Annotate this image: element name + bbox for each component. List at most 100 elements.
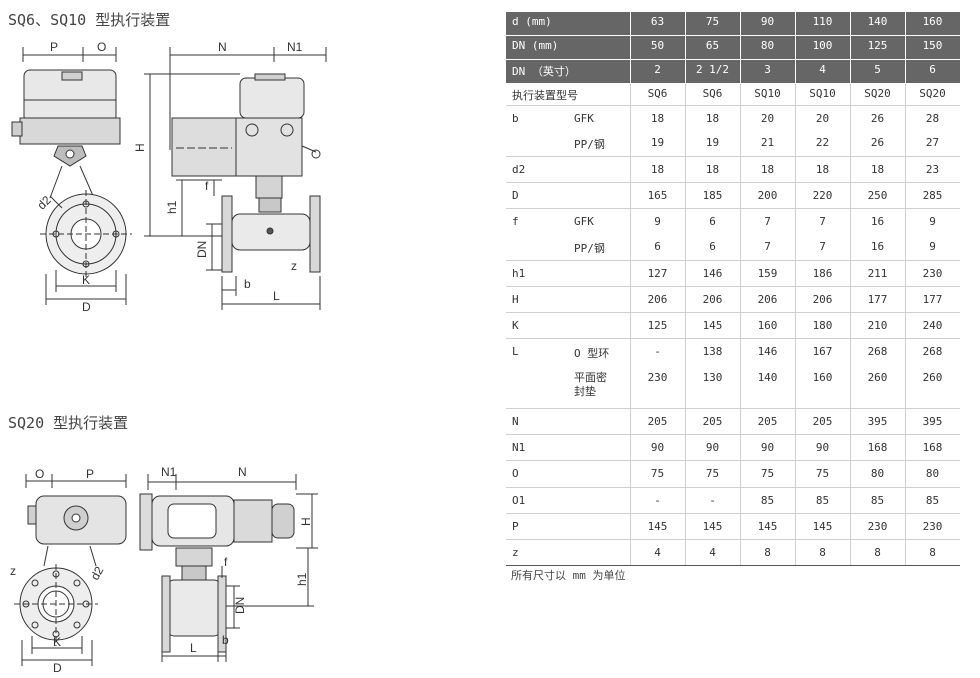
value-cell: 6 (684, 233, 740, 261)
sub-cell: O 型环 (574, 347, 610, 360)
value-cell: 23 (904, 156, 960, 183)
value-cell: 18 (739, 156, 795, 183)
table-body: d (mm) 63 75 90 110 140 160 DN (mm) 50 6… (506, 12, 960, 566)
value-cell: 395 (849, 408, 905, 435)
value-cell: 19 (684, 129, 740, 157)
value-cell: 18 (629, 156, 685, 183)
sub-cell (568, 286, 630, 313)
value-cell: 75 (739, 460, 795, 488)
dim-label-N1-sq20: N1 (161, 465, 177, 479)
value-cell: 205 (794, 408, 850, 435)
table-row: z 4 4 8 8 8 8 (506, 539, 960, 566)
dim-label-N: N (218, 40, 227, 54)
dim-label-N1: N1 (287, 40, 303, 54)
value-cell: 145 (794, 513, 850, 540)
value-cell: 21 (739, 129, 795, 157)
table-row: PP/钢 19 19 21 22 26 27 (506, 129, 960, 157)
param-cell: f (506, 208, 568, 261)
header-cell: 150 (904, 35, 960, 60)
value-cell: 127 (629, 260, 685, 287)
table-row: b GFK 18 18 20 20 26 28 (506, 105, 960, 157)
value-cell: 230 (904, 513, 960, 540)
value-cell: 250 (849, 182, 905, 209)
bottom-front-view-drawing (14, 474, 127, 666)
model-cell: SQ6 (629, 83, 685, 106)
value-cell: 8 (904, 539, 960, 566)
bottom-side-view-drawing (139, 474, 318, 662)
dim-label-b-sq20: b (222, 633, 229, 647)
header-row-dn-mm: DN (mm) 50 65 80 100 125 150 (506, 35, 960, 60)
table-row: N1 90 90 90 90 168 168 (506, 434, 960, 461)
dim-label-f-sq20: f (224, 555, 228, 569)
value-cell: 7 (794, 208, 850, 234)
value-cell: 7 (739, 233, 795, 261)
value-cell: 167 (794, 338, 850, 365)
value-cell: 160 (739, 312, 795, 339)
sub-cell (568, 434, 630, 461)
table-row: D 165 185 200 220 250 285 (506, 182, 960, 209)
value-cell: 159 (739, 260, 795, 287)
value-cell: 268 (904, 338, 960, 365)
value-cell: 16 (849, 208, 905, 234)
value-cell: 206 (794, 286, 850, 313)
value-cell: 80 (849, 460, 905, 488)
value-cell: 80 (904, 460, 960, 488)
header-cell: 5 (849, 59, 905, 84)
value-cell: 75 (794, 460, 850, 488)
value-cell: 8 (739, 539, 795, 566)
dim-label-b: b (244, 277, 251, 291)
header-cell: 2 1/2 (684, 59, 740, 84)
value-cell: 130 (684, 364, 740, 409)
header-cell: 125 (849, 35, 905, 60)
value-cell: 85 (794, 487, 850, 514)
dim-label-L: L (273, 289, 280, 303)
value-cell: 7 (739, 208, 795, 234)
dim-label-K-sq20: K (53, 635, 61, 649)
model-cell: SQ20 (904, 83, 960, 106)
table-row: O1 - - 85 85 85 85 (506, 487, 960, 514)
header-cell: 63 (629, 12, 685, 36)
header-label: DN (mm) (506, 35, 630, 60)
dimension-table: d (mm) 63 75 90 110 140 160 DN (mm) 50 6… (506, 12, 960, 566)
header-cell: 2 (629, 59, 685, 84)
sub-cell: GFK (574, 112, 594, 125)
model-cell: SQ6 (684, 83, 740, 106)
value-cell: 8 (849, 539, 905, 566)
value-cell: 18 (849, 156, 905, 183)
value-cell: 285 (904, 182, 960, 209)
header-cell: 160 (904, 12, 960, 36)
dim-label-O: O (97, 40, 106, 54)
value-cell: 168 (904, 434, 960, 461)
value-cell: 145 (629, 513, 685, 540)
dim-label-N-sq20: N (238, 465, 247, 479)
dim-label-z: z (291, 259, 297, 273)
value-cell: 146 (684, 260, 740, 287)
value-cell: 18 (684, 105, 740, 130)
value-cell: 18 (684, 156, 740, 183)
param-cell: z (506, 539, 568, 566)
value-cell: 206 (684, 286, 740, 313)
sub-cell (568, 460, 630, 488)
value-cell: 125 (629, 312, 685, 339)
value-cell: 26 (849, 129, 905, 157)
header-row-dn-inch: DN （英寸） 2 2 1/2 3 4 5 6 (506, 59, 960, 84)
value-cell: 230 (629, 364, 685, 409)
value-cell: 395 (904, 408, 960, 435)
sub-cell (568, 513, 630, 540)
dim-label-DN-sq20: DN (233, 597, 247, 614)
dim-label-d2-sq20: d2 (88, 564, 107, 583)
dim-label-H-sq20: H (299, 517, 313, 526)
table-row: P 145 145 145 145 230 230 (506, 513, 960, 540)
table-row: 平面密封垫 230 130 140 160 260 260 (506, 364, 960, 409)
table-footnote: 所有尺寸以 mm 为单位 (511, 569, 626, 582)
sub-cell (568, 182, 630, 209)
value-cell: 145 (739, 513, 795, 540)
table-row: O 75 75 75 75 80 80 (506, 460, 960, 488)
sub-cell (568, 156, 630, 183)
value-cell: 177 (904, 286, 960, 313)
sub-cell: PP/钢 (568, 129, 630, 157)
value-cell: 180 (794, 312, 850, 339)
value-cell: 230 (904, 260, 960, 287)
dim-label-h1: h1 (165, 200, 179, 214)
table-row: PP/钢 6 6 7 7 16 9 (506, 233, 960, 261)
